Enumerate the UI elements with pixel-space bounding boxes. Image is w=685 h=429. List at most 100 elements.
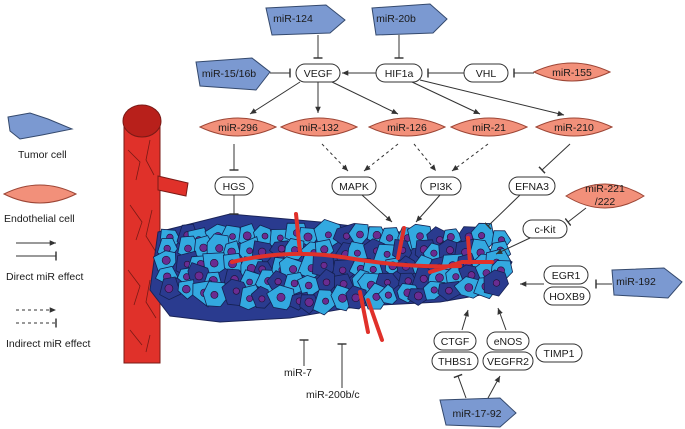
edges (229, 35, 612, 399)
cell-nucleus (184, 244, 192, 253)
vegfr2-node-box (482, 351, 534, 371)
timp1-node-label: TIMP1 (544, 348, 575, 360)
cell-nucleus (419, 274, 428, 283)
mir-20b-cell-icon (371, 3, 448, 36)
mapk-node-label: MAPK (339, 181, 369, 193)
hif1a-node-label: HIF1a (385, 68, 414, 80)
vessel-trunk (123, 116, 161, 364)
cell-nucleus (322, 297, 329, 305)
cell-nucleus (246, 278, 253, 286)
edge-hif1a-mir210 (419, 79, 565, 117)
timp1-node-box (535, 343, 583, 363)
cell-nucleus (339, 266, 347, 274)
mir-7-label: miR-7 (284, 367, 312, 379)
mir-192-label: miR-192 (616, 276, 656, 288)
enos-node-box (486, 331, 530, 351)
edge-efna3-tumor (484, 194, 521, 230)
efna3-node-box (508, 176, 556, 196)
mir-17-92-cell-icon (439, 397, 517, 428)
cell-nucleus (164, 284, 174, 293)
cell-nucleus (246, 247, 253, 255)
ctgf-node-box (433, 331, 477, 351)
cell-nucleus (304, 297, 314, 307)
mir-21-cell-icon (449, 117, 529, 137)
mapk-node-box (331, 176, 377, 196)
cell-nucleus (430, 286, 438, 294)
cell-nucleus (182, 285, 191, 294)
cell-nucleus (436, 236, 444, 244)
hoxb9-node-label: HOXB9 (549, 291, 585, 303)
legend-tumor-cell-icon (7, 112, 74, 140)
mir-15-16b-cell-icon (195, 57, 271, 91)
cell-nucleus (386, 234, 394, 242)
cell-nucleus (464, 283, 474, 292)
mir-124-cell-icon (265, 4, 346, 36)
vessel-texture (127, 139, 157, 353)
mir-17-92-label: miR-17-92 (452, 408, 501, 420)
edge-enos-tumor (497, 307, 507, 331)
cell-nucleus (276, 234, 284, 242)
legend-endothelial-cell-label: Endothelial cell (4, 213, 75, 225)
mir-221-222-cell-icon (565, 183, 645, 209)
legend-direct-effect-label: Direct miR effect (6, 271, 83, 283)
mir-296-cell-icon (198, 117, 278, 137)
edge-mir126-mapk (363, 143, 399, 172)
edge-mir221-ckit (564, 207, 587, 226)
cell-nucleus (446, 246, 454, 255)
cell-nucleus (492, 279, 501, 287)
mir-15-16b-label: miR-15/16b (202, 68, 256, 80)
vessel-top (122, 104, 162, 138)
cell-nucleus (372, 231, 382, 240)
cell-nucleus (210, 290, 219, 299)
mir-132-cell-icon (279, 117, 359, 137)
mir-155-label: miR-155 (552, 67, 592, 79)
cell-nucleus (290, 279, 299, 288)
edge-mir132-mapk (321, 143, 349, 172)
enos-node-label: eNOS (494, 336, 523, 348)
thbs1-node-box (431, 351, 479, 371)
edge-vegf-mir126 (331, 81, 399, 115)
cell-nucleus (351, 293, 360, 302)
pi3k-node-label: PI3K (430, 181, 453, 193)
cell-nucleus (161, 255, 171, 265)
egr1-node-label: EGR1 (552, 270, 581, 282)
mir-221-label-line2: /222 (595, 196, 616, 208)
edge-ctgf-tumor (461, 309, 469, 331)
edge-mir21-pi3k (451, 143, 489, 172)
mir-126-label: miR-126 (387, 122, 427, 134)
vegfr2-node-label: VEGFR2 (487, 356, 529, 368)
blood-vessel (122, 104, 189, 364)
pi3k-node-box (420, 176, 462, 196)
capillary-network (230, 212, 494, 342)
mir-126-cell-icon (367, 117, 447, 137)
mir-200bc-label: miR-200b/c (306, 389, 360, 401)
mir-155-cell-icon (532, 62, 612, 82)
cell-nucleus (416, 232, 424, 240)
vessel-branch (157, 175, 189, 197)
vhl-node-label: VHL (476, 68, 497, 80)
cell-nucleus (261, 232, 269, 240)
edge-hif1a-mir21 (411, 81, 481, 115)
cell-nucleus (277, 245, 286, 253)
legend-endothelial-cell-icon (2, 184, 78, 204)
edge-mapk-tumor (361, 194, 393, 223)
legend: Tumor cell Endothelial cell Direct miR e… (2, 112, 91, 350)
hoxb9-node-box (543, 286, 591, 306)
cell-nucleus (229, 233, 236, 240)
mir-192-cell-icon (611, 267, 683, 299)
cell-nucleus (435, 273, 444, 283)
edge-ckit-tumor (495, 237, 531, 255)
cell-nucleus (194, 271, 204, 281)
cell-nucleus (353, 249, 361, 257)
edge-mir1792-vegfr2 (487, 375, 501, 399)
ckit-node-label: c-Kit (535, 224, 556, 236)
edge-mir210-efna3 (538, 143, 571, 174)
cell-nucleus (414, 291, 423, 301)
edge-vegf-mir296 (249, 81, 301, 115)
cell-nucleus (369, 265, 377, 273)
tumor-mirna-nodes: miR-124 miR-20b miR-15/16b miR-192 miR-1… (195, 3, 683, 428)
cell-nucleus (320, 245, 329, 254)
cell-nucleus (478, 232, 486, 240)
mir-132-label: miR-132 (299, 122, 339, 134)
